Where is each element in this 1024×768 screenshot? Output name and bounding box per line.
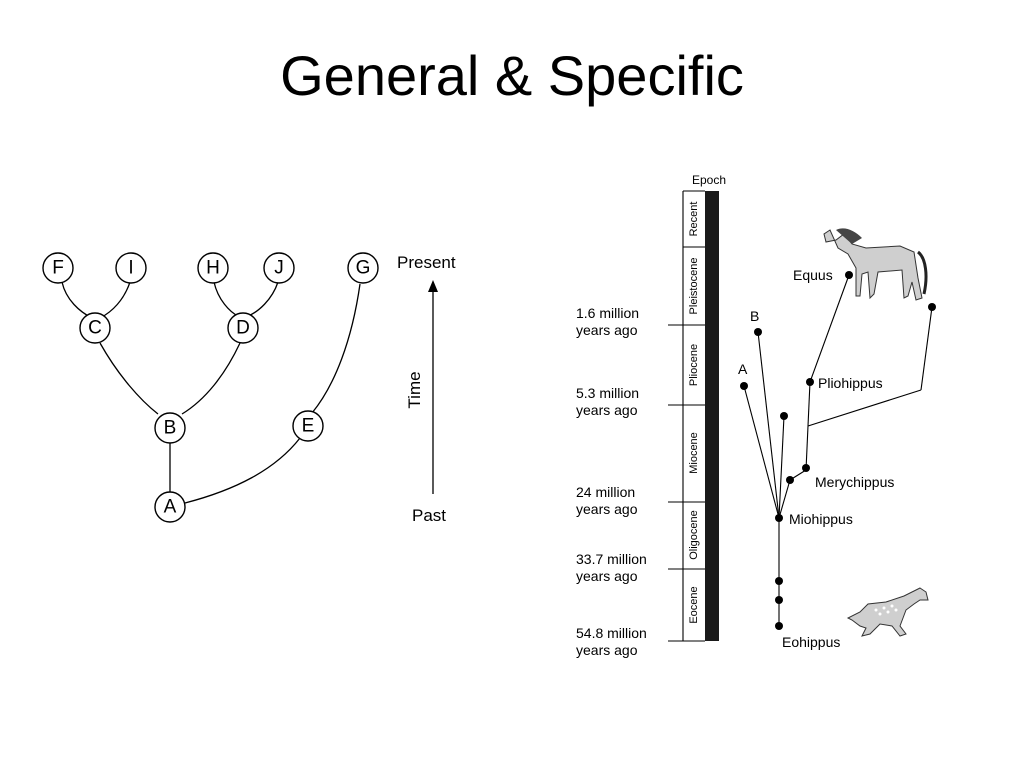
dot-pliohippus [806,378,814,386]
age-5-line1: 54.8 million [576,625,647,641]
edge-c-b [99,342,159,415]
node-h: H [197,252,229,284]
node-b-label: B [164,418,177,439]
epoch-miocene: Miocene [688,432,700,474]
age-2-line1: 5.3 million [576,385,639,401]
node-a: A [154,491,186,523]
label-merychippus: Merychippus [815,474,894,490]
dot-side-branch [928,303,936,311]
lineage-b [757,331,780,519]
edge-f-c [61,281,93,319]
lineage-merychippus-a [778,479,791,519]
node-g-label: G [356,258,371,279]
node-c: C [79,312,111,344]
age-3-line1: 24 million [576,484,635,500]
age-3-line2: years ago [576,501,638,517]
node-c-label: C [88,318,102,339]
node-i: I [115,252,147,284]
dot-eocene-1 [775,596,783,604]
node-d: D [227,312,259,344]
epoch-bar [705,191,719,641]
edge-h-d [213,281,239,317]
age-5-line2: years ago [576,642,638,658]
dot-equus [845,271,853,279]
dot-a [740,382,748,390]
epoch-oligocene: Oligocene [688,510,700,560]
node-j-label: J [274,258,284,279]
small-horse-icon [846,587,929,637]
edge-e-a [184,437,301,504]
axis-present-label: Present [397,253,456,272]
dot-merychippus-1 [786,476,794,484]
time-axis: Present Time Past [397,253,456,525]
age-labels: 1.6 million years ago 5.3 million years … [576,305,647,658]
label-pliohippus: Pliohippus [818,375,883,391]
lineage-side-branch-b [920,306,933,391]
label-eohippus: Eohippus [782,634,840,650]
node-j: J [263,252,295,284]
dot-eocene-2 [775,577,783,585]
dot-miohippus [775,514,783,522]
dot-miocene-side [780,412,788,420]
time-arrow-head-icon [428,280,438,292]
edge-j-d [247,281,279,317]
age-1-line2: years ago [576,322,638,338]
age-4-line1: 33.7 million [576,551,647,567]
epoch-eocene: Eocene [688,586,700,623]
axis-time-label: Time [405,371,424,408]
node-e: E [292,410,324,442]
edge-g-e [311,283,361,414]
age-1-line1: 1.6 million [576,305,639,321]
edge-d-b [181,342,241,415]
left-tree: F I C H J D G B [42,252,379,523]
epoch-pliocene: Pliocene [688,344,700,386]
node-d-label: D [236,318,250,339]
node-e-label: E [302,416,315,437]
epoch-pleistocene: Pleistocene [688,258,700,315]
label-equus: Equus [793,267,833,283]
lineage-miocene-side [778,415,785,519]
label-miohippus: Miohippus [789,511,853,527]
lineage-side-branch-a [807,389,922,427]
label-b: B [750,308,759,324]
node-f-label: F [52,258,64,279]
horse-icon [823,228,928,301]
age-2-line2: years ago [576,402,638,418]
dot-merychippus-2 [802,464,810,472]
node-i-label: I [128,258,133,279]
node-g: G [347,252,379,284]
epoch-header: Epoch [692,173,726,187]
node-h-label: H [206,258,220,279]
dot-b [754,328,762,336]
epoch-column: Epoch Recent Pleistocene Pliocene Miocen… [668,173,726,642]
epoch-recent: Recent [688,202,700,237]
lineage-a [743,385,780,519]
edge-i-c [99,281,131,319]
node-f: F [42,252,74,284]
node-b: B [154,412,186,444]
dot-eohippus [775,622,783,630]
label-a: A [738,361,748,377]
node-a-label: A [164,497,177,518]
lineage-pliohippus-equus [809,274,850,383]
slide-title: General & Specific [280,44,744,107]
horse-phylogeny: A B Equus Pliohippus Merychippus Miohipp… [738,267,936,650]
age-4-line2: years ago [576,568,638,584]
axis-past-label: Past [412,506,446,525]
